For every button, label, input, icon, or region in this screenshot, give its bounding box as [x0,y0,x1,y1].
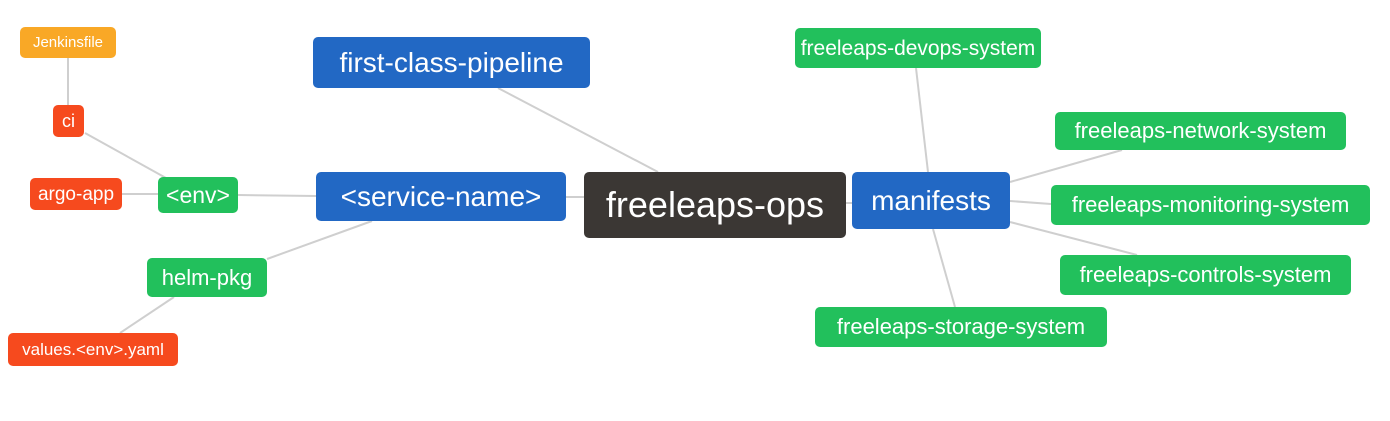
edge-manifests-to-freeleaps-devops-system [915,67,929,173]
node-freeleaps-monitoring-system[interactable]: freeleaps-monitoring-system [1051,185,1370,225]
node-freeleaps-storage-system[interactable]: freeleaps-storage-system [815,307,1107,347]
edge-manifests-to-freeleaps-storage-system [932,228,956,308]
node-manifests[interactable]: manifests [852,172,1010,229]
node-service-name[interactable]: <service-name> [316,172,566,221]
edge-manifests-to-freeleaps-monitoring-system [1009,200,1052,205]
node-helm-pkg[interactable]: helm-pkg [147,258,267,297]
edge-values-env-yaml-to-helm-pkg [119,296,175,334]
edge-first-class-pipeline-to-freeleaps-ops [497,87,659,173]
edge-helm-pkg-to-service-name [266,220,373,260]
edge-env-to-service-name [237,194,317,197]
node-jenkinsfile[interactable]: Jenkinsfile [20,27,116,58]
edge-ci-to-env [84,132,167,179]
node-freeleaps-devops-system[interactable]: freeleaps-devops-system [795,28,1041,68]
edge-manifests-to-freeleaps-controls-system [1009,221,1138,256]
node-env[interactable]: <env> [158,177,238,213]
node-freeleaps-ops[interactable]: freeleaps-ops [584,172,846,238]
edge-manifests-to-freeleaps-network-system [1009,149,1123,183]
node-argo-app[interactable]: argo-app [30,178,122,210]
node-first-class-pipeline[interactable]: first-class-pipeline [313,37,590,88]
node-freeleaps-controls-system[interactable]: freeleaps-controls-system [1060,255,1351,295]
node-ci[interactable]: ci [53,105,84,137]
node-values-env-yaml[interactable]: values.<env>.yaml [8,333,178,366]
node-freeleaps-network-system[interactable]: freeleaps-network-system [1055,112,1346,150]
